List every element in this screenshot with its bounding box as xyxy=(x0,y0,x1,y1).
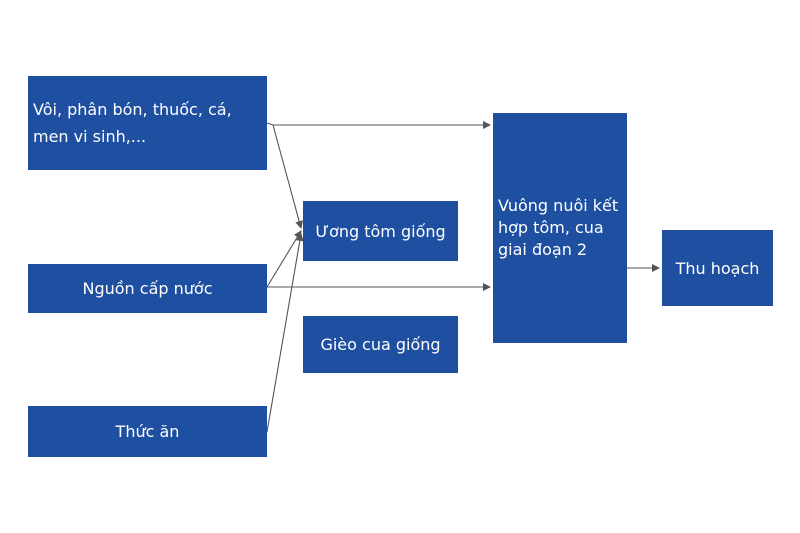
node-inputs-label: Vôi, phân bón, thuốc, cá, men vi sinh,..… xyxy=(33,100,232,146)
node-water-source: Nguồn cấp nước xyxy=(28,264,267,313)
node-shrimp-nursery: Ương tôm giống xyxy=(303,201,458,261)
node-harvest: Thu hoạch xyxy=(662,230,773,306)
node-crab-seed: Gièo cua giống xyxy=(303,316,458,373)
node-water-source-label: Nguồn cấp nước xyxy=(82,279,213,298)
node-harvest-label: Thu hoạch xyxy=(675,258,760,278)
node-shrimp-nursery-label: Ương tôm giống xyxy=(315,221,446,241)
node-crab-seed-label: Gièo cua giống xyxy=(320,335,441,354)
arrow-feed-to-shrimp-nursery xyxy=(266,233,304,433)
arrow-water-to-shrimp-nursery xyxy=(266,230,302,288)
node-inputs: Vôi, phân bón, thuốc, cá, men vi sinh,..… xyxy=(28,76,267,170)
node-feed-label: Thức ăn xyxy=(115,422,180,441)
node-feed: Thức ăn xyxy=(28,406,267,457)
arrow-inputs-to-pond xyxy=(266,121,491,129)
node-pond-label: Vuông nuôi kết hợp tôm, cua giai đoạn 2 xyxy=(498,196,619,259)
node-pond: Vuông nuôi kết hợp tôm, cua giai đoạn 2 xyxy=(493,113,627,343)
arrow-inputs-to-shrimp-nursery xyxy=(272,124,304,229)
